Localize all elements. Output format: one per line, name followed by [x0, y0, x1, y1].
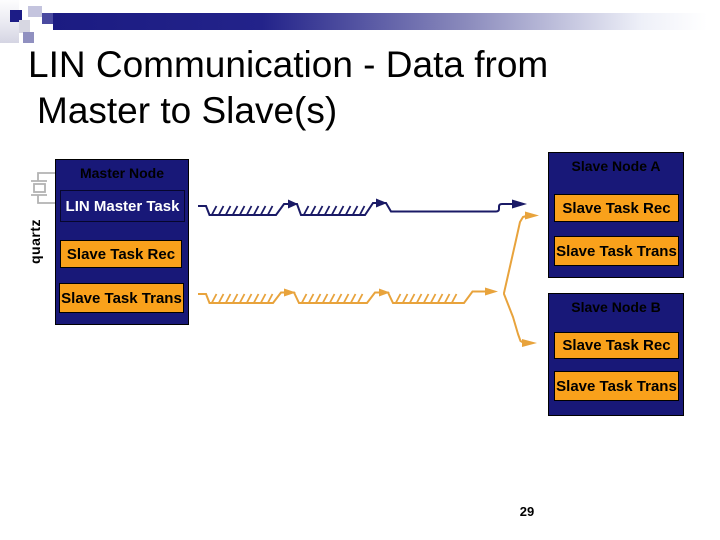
- slide-title-line2: Master to Slave(s): [37, 90, 338, 131]
- slave-node-a-box: Slave Node A Slave Task Rec Slave Task T…: [548, 152, 684, 278]
- slave-response-waveform: [198, 287, 498, 304]
- master-slave-task-rec-box: Slave Task Rec: [60, 240, 182, 268]
- response-fork-arrows: [503, 211, 539, 347]
- navy-arrow-to-slave-a: [512, 199, 527, 209]
- yellow-arrow-1: [284, 288, 296, 297]
- deco-square-gray: [19, 20, 30, 33]
- slave-b-task-trans-box: Slave Task Trans: [554, 371, 679, 401]
- slide-title-line1: LIN Communication - Data from: [28, 44, 549, 85]
- lin-master-task-box: LIN Master Task: [60, 190, 185, 222]
- slave-a-task-rec-box: Slave Task Rec: [554, 194, 679, 222]
- quartz-label: quartz: [27, 219, 43, 264]
- navy-arrow-1: [288, 199, 298, 209]
- header-gradient-bar: [53, 13, 707, 30]
- yellow-arrow-3: [485, 287, 498, 296]
- master-node-box: Master Node LIN Master Task Slave Task R…: [55, 159, 189, 325]
- master-slave-task-trans-box: Slave Task Trans: [59, 283, 184, 313]
- deco-square-lavender: [28, 6, 42, 17]
- navy-arrow-2: [376, 198, 387, 208]
- slave-node-b-box: Slave Node B Slave Task Rec Slave Task T…: [548, 293, 684, 416]
- deco-square-blue: [42, 13, 54, 24]
- slide-title: LIN Communication - Data from Master to …: [28, 42, 708, 134]
- slave-a-task-trans-box: Slave Task Trans: [554, 236, 679, 266]
- yellow-arrow-to-slave-b: [522, 339, 537, 347]
- quartz-crystal-icon: [31, 172, 56, 204]
- deco-square-periwinkle: [23, 32, 34, 43]
- yellow-arrow-2: [379, 288, 390, 297]
- slave-node-a-title: Slave Node A: [571, 158, 661, 174]
- slave-node-b-title: Slave Node B: [571, 299, 661, 315]
- master-frame-waveform: [198, 198, 527, 216]
- yellow-arrow-to-slave-a: [525, 211, 539, 220]
- deco-square-navy: [10, 10, 22, 22]
- master-node-title: Master Node: [79, 165, 165, 181]
- page-number: 29: [519, 504, 535, 519]
- slave-b-task-rec-box: Slave Task Rec: [554, 332, 679, 359]
